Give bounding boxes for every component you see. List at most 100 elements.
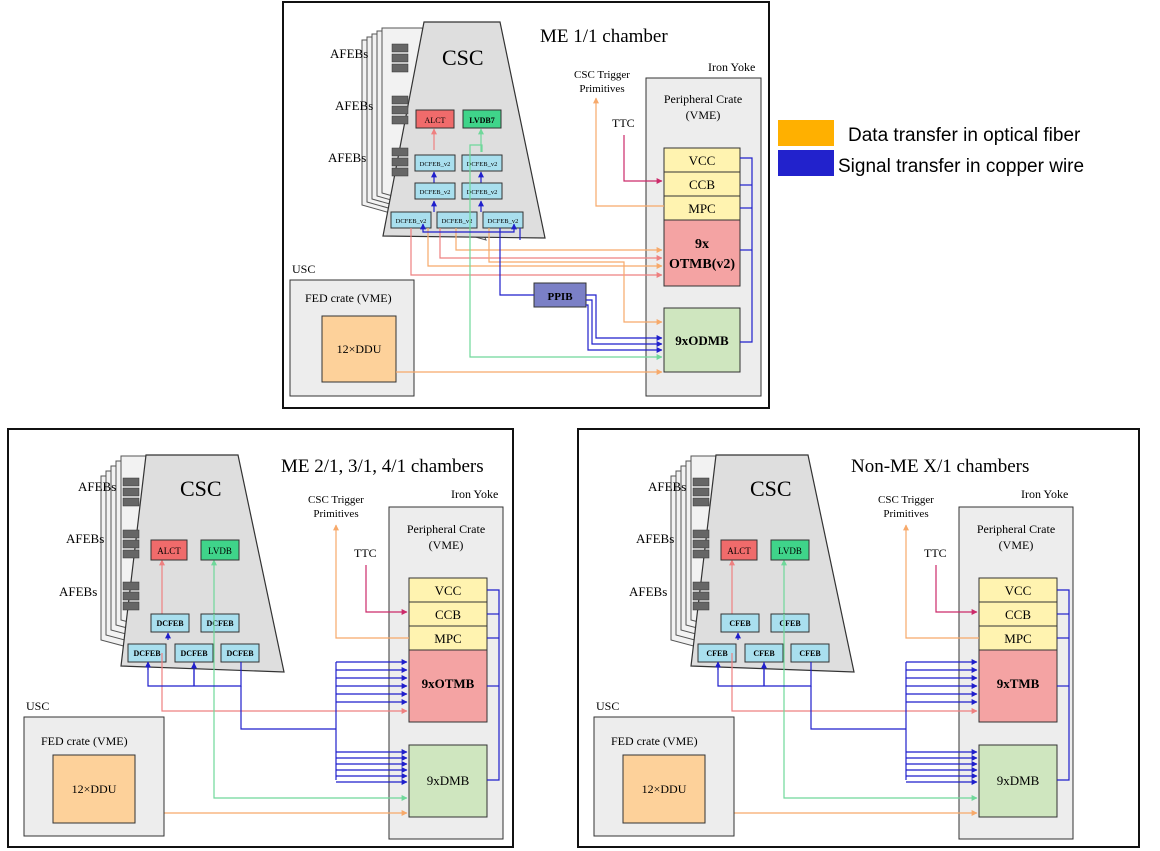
- otmb-box: [663, 219, 741, 287]
- ccb-label: CCB: [435, 607, 461, 622]
- dcfeb-board: [461, 182, 503, 200]
- front-end-board: [150, 613, 190, 633]
- afebs-label-3: AFEBs: [328, 150, 366, 165]
- panel-me21-31-41: ME 2/1, 3/1, 4/1 chambersAFEBsAFEBsAFEBs…: [7, 428, 514, 848]
- front-end-board-label: DCFEB: [180, 649, 208, 658]
- lvdb-label: LVDB7: [469, 116, 495, 125]
- ddu-box: [321, 315, 397, 383]
- dcfeb-board: [414, 182, 456, 200]
- dcfeb-label: DCFEB_v2: [420, 189, 451, 196]
- panel-title: ME 2/1, 3/1, 4/1 chambers: [281, 456, 484, 477]
- pcrate-sublabel: (VME): [686, 108, 721, 122]
- tmb-box: [408, 649, 488, 723]
- ppib-label: PPIB: [547, 291, 573, 303]
- afebs-label-1: AFEBs: [330, 46, 368, 61]
- pcrate-label: Peripheral Crate: [664, 92, 742, 106]
- afebs-label-1: AFEBs: [648, 479, 686, 494]
- afebs-label-2: AFEBs: [335, 98, 373, 113]
- legend-copper-label: Signal transfer in copper wire: [838, 156, 1084, 177]
- tmb-box: [978, 649, 1058, 723]
- dmb-label: 9xDMB: [427, 773, 470, 788]
- vcc-label: VCC: [689, 153, 716, 168]
- csc-label: CSC: [750, 476, 792, 501]
- pcrate-sublabel: (VME): [999, 538, 1034, 552]
- iron-yoke-label: Iron Yoke: [451, 487, 498, 501]
- afeb-cards: [391, 43, 409, 177]
- ccb-label: CCB: [1005, 607, 1031, 622]
- dcfeb-board: [414, 154, 456, 172]
- alct-label: ALCT: [425, 116, 446, 125]
- panel-title: ME 1/1 chamber: [540, 26, 668, 47]
- iron-yoke-label: Iron Yoke: [708, 60, 755, 74]
- front-end-board-label: DCFEB: [226, 649, 254, 658]
- usc-label: USC: [596, 699, 619, 713]
- pcrate-label: Peripheral Crate: [407, 522, 485, 536]
- trigger-label-2: Primitives: [883, 508, 928, 520]
- front-end-board-label: DCFEB: [133, 649, 161, 658]
- csc-label: CSC: [442, 45, 484, 70]
- front-end-board: [770, 613, 810, 633]
- dcfeb-board: [461, 154, 503, 172]
- pcrate-sublabel: (VME): [429, 538, 464, 552]
- ddu-box: [622, 754, 706, 824]
- front-end-board-label: DCFEB: [156, 619, 184, 628]
- pcrate-label: Peripheral Crate: [977, 522, 1055, 536]
- dmb-box: [978, 744, 1058, 818]
- usc-label: USC: [26, 699, 49, 713]
- lvdb-box: [770, 539, 810, 561]
- vcc-box: [663, 147, 741, 173]
- tmb-label: 9xOTMB: [422, 676, 475, 691]
- trigger-label-1: CSC Trigger: [574, 69, 630, 81]
- ddu-label: 12×DDU: [337, 342, 382, 356]
- alct-label: ALCT: [727, 546, 751, 556]
- panel-title: Non-ME X/1 chambers: [851, 456, 1029, 477]
- front-end-board-label: CFEB: [753, 649, 775, 658]
- lvdb-box: [200, 539, 240, 561]
- ppib-box: [533, 282, 587, 308]
- usc-label: USC: [292, 262, 315, 276]
- front-end-board: [200, 613, 240, 633]
- ddu-box: [52, 754, 136, 824]
- vcc-box: [408, 577, 488, 603]
- ccb-box: [408, 601, 488, 627]
- dcfeb-label: DCFEB_v2: [467, 189, 498, 196]
- front-end-board-label: DCFEB: [206, 619, 234, 628]
- mpc-label: MPC: [434, 631, 461, 646]
- mpc-label: MPC: [1004, 631, 1031, 646]
- afeb-cards: [692, 477, 710, 611]
- alct-label: ALCT: [157, 546, 181, 556]
- dcfeb-label: DCFEB_v2: [442, 218, 473, 225]
- alct-box: [150, 539, 188, 561]
- fed-label: FED crate (VME): [305, 291, 392, 305]
- panel-non-mex1: Non-ME X/1 chambersAFEBsAFEBsAFEBsCSCALC…: [577, 428, 1140, 848]
- dcfeb-label: DCFEB_v2: [420, 161, 451, 168]
- otmb-label-2: OTMB(v2): [669, 257, 735, 272]
- afebs-label-2: AFEBs: [636, 531, 674, 546]
- legend: Data transfer in optical fiber Signal tr…: [778, 120, 1084, 177]
- vcc-label: VCC: [435, 583, 462, 598]
- afebs-label-3: AFEBs: [59, 584, 97, 599]
- ddu-label: 12×DDU: [642, 782, 687, 796]
- afebs-label-1: AFEBs: [78, 479, 116, 494]
- front-end-board: [220, 643, 260, 663]
- vcc-label: VCC: [1005, 583, 1032, 598]
- ttc-label: TTC: [612, 116, 635, 130]
- fed-label: FED crate (VME): [611, 734, 698, 748]
- odmb-box: [663, 307, 741, 373]
- front-end-board-label: CFEB: [729, 619, 751, 628]
- front-end-board-label: CFEB: [799, 649, 821, 658]
- alct-box: [720, 539, 758, 561]
- front-end-boards: DCFEB DCFEB DCFEB DCFEB DCFEB: [127, 613, 260, 663]
- legend-optical-label: Data transfer in optical fiber: [848, 125, 1081, 146]
- dcfeb-label: DCFEB_v2: [488, 218, 519, 225]
- ccb-box: [663, 171, 741, 197]
- odmb-label: 9xODMB: [675, 333, 729, 348]
- front-end-board: [790, 643, 830, 663]
- trigger-label-2: Primitives: [313, 508, 358, 520]
- tmb-label: 9xTMB: [997, 676, 1040, 691]
- front-end-board-label: CFEB: [706, 649, 728, 658]
- panel-me11: ME 1/1 chamber AFEBs AFEBs AFEBs CSC: [282, 1, 770, 409]
- ddu-label: 12×DDU: [72, 782, 117, 796]
- fed-label: FED crate (VME): [41, 734, 128, 748]
